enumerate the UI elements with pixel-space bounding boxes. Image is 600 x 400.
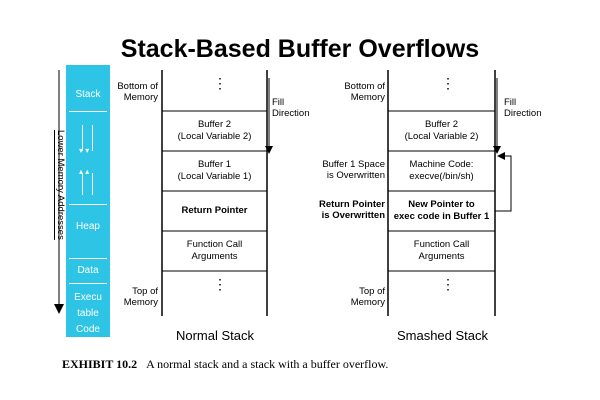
normal-bottom-label: Bottom of Memory bbox=[117, 81, 158, 103]
memory-segment-heap: Heap bbox=[76, 221, 100, 232]
memory-segment-exec-line3: Code bbox=[76, 324, 100, 335]
exhibit-caption: EXHIBIT 10.2 A normal stack and a stack … bbox=[62, 357, 562, 372]
normal-stack-caption: Normal Stack bbox=[175, 328, 255, 343]
arrowheads-up-icon: ▴ ▴ bbox=[79, 167, 90, 176]
smashed-bottom-label: Bottom of Memory bbox=[344, 81, 385, 103]
smashed-dots-bottom: ⋮ bbox=[441, 276, 455, 292]
memory-segment-exec-line2: table bbox=[77, 308, 99, 319]
memory-map: Stack ▾ ▾ ▴ ▴ Heap Data Execu table Code bbox=[66, 65, 110, 337]
memory-segment-data: Data bbox=[77, 265, 99, 276]
normal-top-label: Top of Memory bbox=[123, 286, 158, 308]
smashed-cell-machine-code: Machine Code:execve(/bin/sh) bbox=[409, 159, 474, 182]
normal-cell-buffer2: Buffer 2(Local Variable 2) bbox=[177, 119, 252, 142]
memory-divider bbox=[69, 111, 107, 112]
normal-fill-direction: Fill Direction bbox=[272, 97, 310, 119]
memory-divider bbox=[69, 258, 107, 259]
normal-stack-frame bbox=[161, 70, 273, 316]
up-arrow-icon bbox=[92, 173, 93, 195]
slide-title: Stack-Based Buffer Overflows bbox=[120, 35, 480, 63]
down-arrow-icon bbox=[92, 125, 93, 151]
lower-memory-addresses-label: Lower Memory Addresses bbox=[55, 130, 66, 240]
arrowheads-down-icon: ▾ ▾ bbox=[79, 146, 90, 155]
smashed-dots-top: ⋮ bbox=[441, 75, 455, 91]
memory-divider bbox=[69, 283, 107, 284]
normal-dots-bottom: ⋮ bbox=[213, 276, 227, 292]
memory-segment-stack: Stack bbox=[75, 89, 101, 100]
normal-cell-buffer1: Buffer 1(Local Variable 1) bbox=[177, 159, 252, 182]
smashed-fill-direction: Fill Direction bbox=[504, 97, 542, 119]
address-arrow-icon bbox=[54, 70, 64, 314]
smashed-cell-buffer2: Buffer 2(Local Variable 2) bbox=[404, 119, 479, 142]
memory-segment-exec-line1: Execu bbox=[74, 292, 102, 303]
normal-cell-return-pointer: Return Pointer bbox=[181, 205, 248, 216]
smashed-stack-frame bbox=[387, 70, 512, 316]
down-arrow-icon bbox=[82, 125, 83, 151]
normal-dots-top: ⋮ bbox=[213, 75, 227, 91]
exhibit-text: A normal stack and a stack with a buffer… bbox=[146, 357, 389, 371]
exhibit-label: EXHIBIT 10.2 bbox=[62, 357, 138, 371]
up-arrow-icon bbox=[82, 173, 83, 195]
smashed-side-label-buffer1: Buffer 1 Space is Overwritten bbox=[322, 159, 385, 181]
memory-divider bbox=[69, 204, 107, 205]
smashed-top-label: Top of Memory bbox=[350, 286, 385, 308]
smashed-side-label-return: Return Pointer is Overwritten bbox=[319, 199, 385, 221]
smashed-stack-caption: Smashed Stack bbox=[396, 328, 489, 343]
